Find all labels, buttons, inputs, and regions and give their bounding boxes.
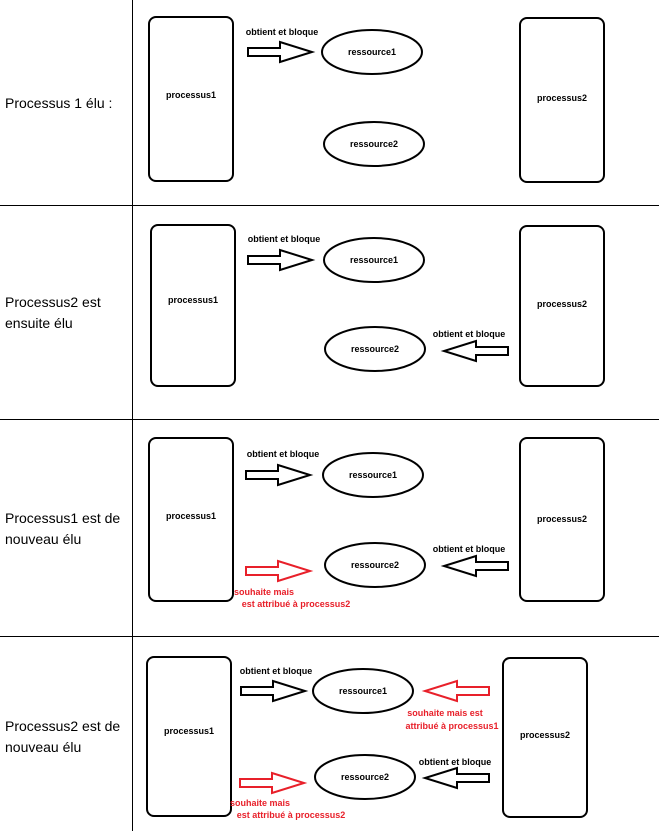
process2-box — [519, 225, 605, 387]
resource2-label: ressource2 — [351, 560, 399, 570]
process1-label: processus1 — [166, 90, 216, 100]
process1-label: processus1 — [166, 511, 216, 521]
process2-label: processus2 — [537, 514, 587, 524]
acquire-arrow-p1 — [247, 248, 316, 272]
wait-arrow-p1 — [239, 771, 308, 795]
resource2-label: ressource2 — [350, 139, 398, 149]
resource2-ellipse — [324, 542, 426, 588]
process2-box — [519, 437, 605, 602]
resource2-ellipse — [324, 326, 426, 372]
resource1-label: ressource1 — [349, 470, 397, 480]
row-3-diagram: processus1 processus2 ressource1 ressour… — [148, 437, 605, 609]
process1-box — [146, 656, 232, 817]
process1-box — [150, 224, 236, 387]
acquire-arrow-p1 — [245, 463, 314, 487]
wait-p2-label-line1: souhaite mais est — [407, 708, 483, 718]
row-1-label: Processus 1 élu : — [5, 95, 113, 111]
wait-arrow-p1 — [245, 559, 314, 583]
row-1-diagram: processus1 processus2 ressource1 ressour… — [148, 16, 605, 183]
acquire-arrow-p2-label: obtient et bloque — [433, 544, 506, 554]
acquire-arrow-p2 — [440, 339, 509, 363]
process2-label: processus2 — [537, 299, 587, 309]
acquire-arrow-p2 — [421, 766, 490, 790]
process1-box — [148, 16, 234, 182]
wait-label-line1: souhaite mais — [234, 587, 294, 597]
acquire-arrow-p2-label: obtient et bloque — [433, 329, 506, 339]
row-2-label: Processus2 est ensuite élu — [5, 294, 101, 331]
acquire-arrow-p2 — [440, 554, 509, 578]
row-3-label: Processus1 est de nouveau élu — [5, 510, 121, 547]
wait-label-line2: est attribué à processus2 — [242, 599, 351, 609]
row-4-diagram: processus1 processus2 ressource1 ressour… — [146, 656, 588, 820]
process1-label: processus1 — [168, 295, 218, 305]
acquire-arrow-p2-label: obtient et bloque — [419, 757, 492, 767]
resource2-label: ressource2 — [341, 772, 389, 782]
resource2-ellipse — [323, 121, 425, 167]
acquire-arrow-p1 — [240, 679, 309, 703]
acquire-arrow-p1-label: obtient et bloque — [247, 449, 320, 459]
process1-box — [148, 437, 234, 602]
wait-arrow-p2 — [421, 679, 490, 703]
resource1-ellipse — [312, 668, 414, 714]
row-4-label: Processus2 est de nouveau élu — [5, 718, 121, 755]
resource2-ellipse — [314, 754, 416, 800]
resource1-ellipse — [321, 29, 423, 75]
acquire-arrow — [247, 40, 316, 64]
row-2-diagram: processus1 processus2 ressource1 ressour… — [150, 224, 605, 387]
process1-label: processus1 — [164, 726, 214, 736]
wait-p1-label-line2: est attribué à processus2 — [237, 810, 346, 820]
process2-box — [519, 17, 605, 183]
resource1-label: ressource1 — [339, 686, 387, 696]
acquire-arrow-label: obtient et bloque — [246, 27, 319, 37]
process2-box — [502, 657, 588, 818]
acquire-arrow-p1-label: obtient et bloque — [240, 666, 313, 676]
resource2-label: ressource2 — [351, 344, 399, 354]
wait-p1-label-line1: souhaite mais — [230, 798, 290, 808]
process2-label: processus2 — [537, 93, 587, 103]
process2-label: processus2 — [520, 730, 570, 740]
resource1-ellipse — [322, 452, 424, 498]
resource1-ellipse — [323, 237, 425, 283]
resource1-label: ressource1 — [348, 47, 396, 57]
wait-p2-label-line2: attribué à processus1 — [405, 721, 498, 731]
resource1-label: ressource1 — [350, 255, 398, 265]
acquire-arrow-p1-label: obtient et bloque — [248, 234, 321, 244]
